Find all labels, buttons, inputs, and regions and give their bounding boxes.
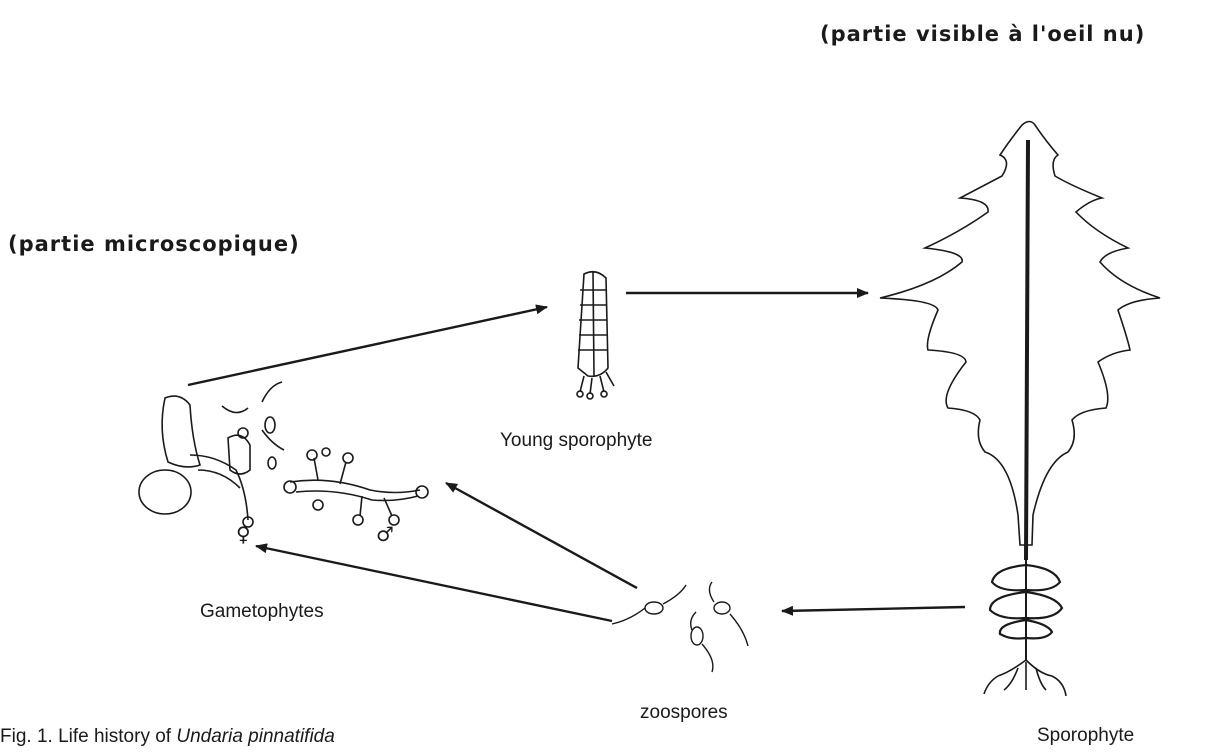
arrow-zoospores-to-male-gametophyte bbox=[446, 483, 637, 588]
adult-sporophyte-illustration bbox=[880, 122, 1160, 697]
female-gametophyte-illustration bbox=[139, 382, 284, 527]
zoospores-illustration bbox=[612, 582, 748, 672]
arrow-gametophytes-to-young-sporophyte bbox=[188, 307, 547, 385]
cycle-arrows bbox=[188, 293, 965, 621]
male-gametophyte-illustration bbox=[284, 448, 428, 525]
arrow-sporophyte-to-zoospores bbox=[782, 607, 965, 611]
young-sporophyte-illustration bbox=[577, 272, 614, 399]
arrow-zoospores-to-female-gametophyte bbox=[256, 546, 612, 621]
